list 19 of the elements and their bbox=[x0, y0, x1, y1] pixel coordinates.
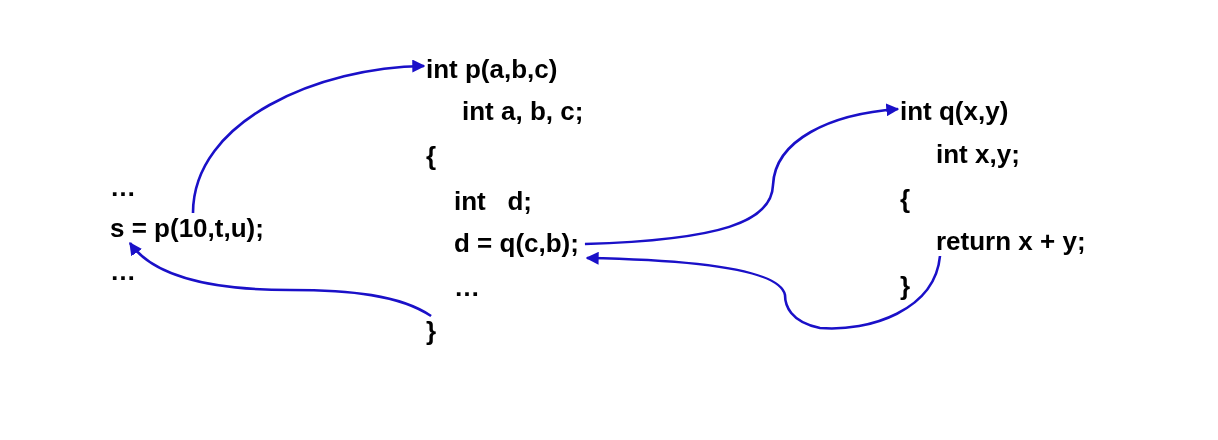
code-line: s = p(10,t,u); bbox=[110, 213, 264, 243]
code-line: } bbox=[900, 271, 911, 301]
code-line: { bbox=[426, 141, 437, 171]
code-line: int p(a,b,c) bbox=[426, 54, 558, 84]
arrow bbox=[584, 103, 900, 246]
code-line: } bbox=[426, 316, 437, 346]
code-line: d = q(c,b); bbox=[454, 228, 579, 258]
code-line: … bbox=[454, 272, 480, 302]
code-line: int a, b, c; bbox=[462, 96, 584, 126]
code-line: int q(x,y) bbox=[900, 96, 1009, 126]
code-line: … bbox=[110, 256, 136, 286]
code-line: int x,y; bbox=[936, 139, 1020, 169]
code-line: int d; bbox=[454, 186, 532, 216]
code-line: return x + y; bbox=[936, 226, 1086, 256]
arrow bbox=[585, 251, 942, 330]
code-line: … bbox=[110, 172, 136, 202]
code-line: { bbox=[900, 184, 911, 214]
arrow bbox=[191, 60, 426, 214]
arrow bbox=[129, 242, 432, 318]
